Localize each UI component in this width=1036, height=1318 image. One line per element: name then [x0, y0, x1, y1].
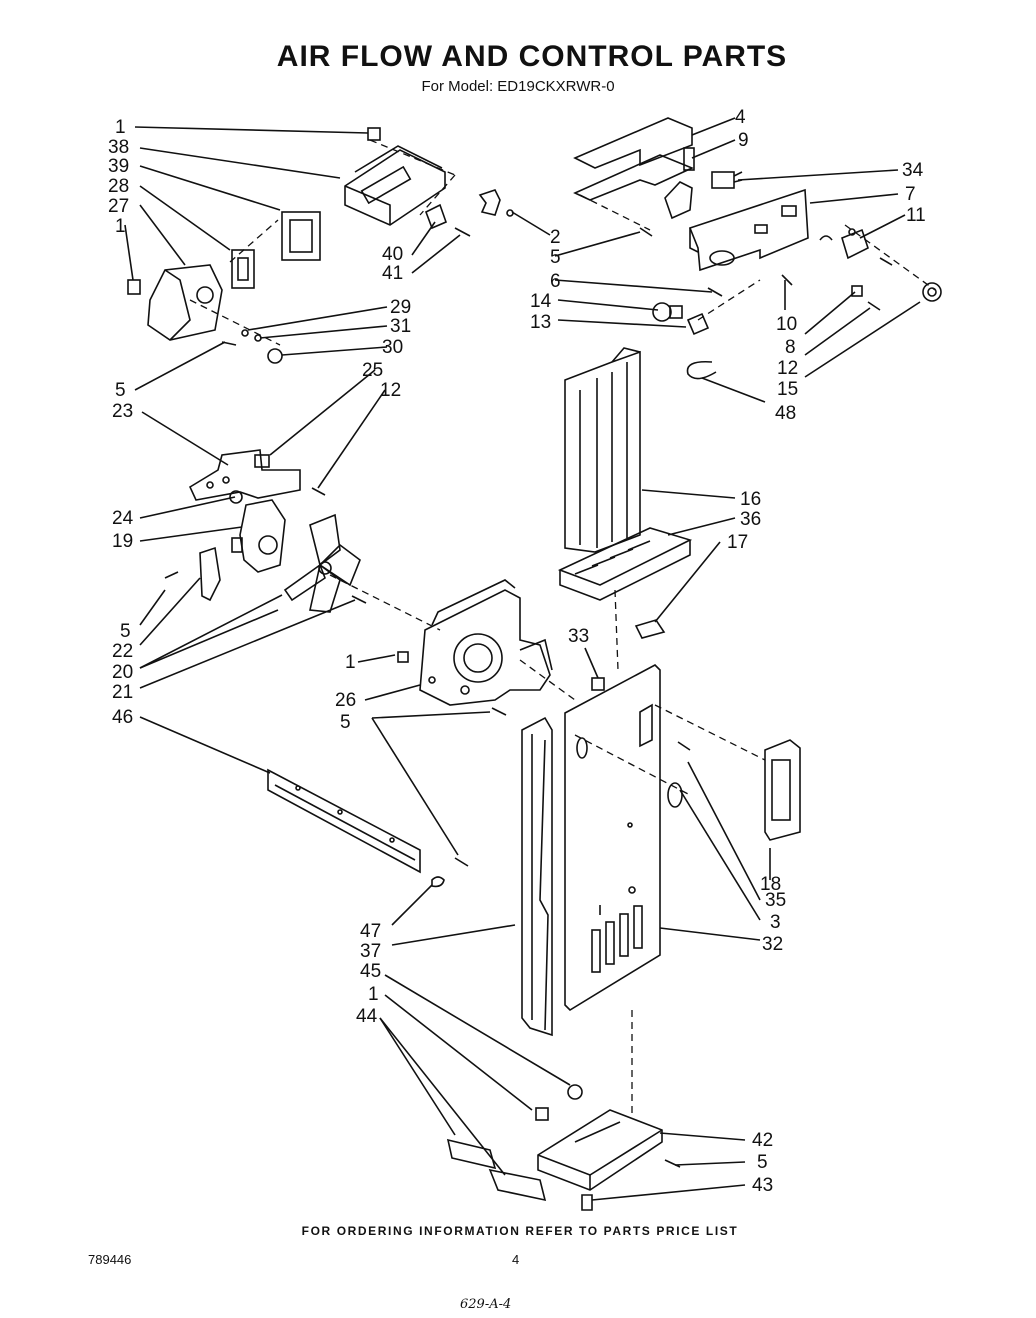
page-title: AIR FLOW AND CONTROL PARTS [276, 40, 788, 73]
callout-left-46: 46 [112, 707, 133, 728]
callout-left-27: 27 [108, 196, 129, 217]
callout-left-38: 38 [108, 137, 129, 158]
callout-left-31: 31 [390, 316, 411, 337]
callout-right-5: 5 [550, 247, 561, 268]
callout-left-1c: 1 [345, 652, 356, 673]
callout-right-13: 13 [530, 312, 551, 333]
callout-left-20: 20 [112, 662, 133, 683]
callout-right-7: 7 [905, 184, 916, 205]
callout-right-18: 18 [760, 874, 781, 895]
callout-left-37: 37 [360, 941, 381, 962]
callout-right-42: 42 [752, 1130, 773, 1151]
callout-right-11: 11 [906, 205, 926, 226]
callout-right-32: 32 [762, 934, 783, 955]
callout-left-47: 47 [360, 921, 381, 942]
callout-left-22: 22 [112, 641, 133, 662]
callout-left-24: 24 [112, 508, 134, 529]
callout-left-39: 39 [108, 156, 129, 177]
callout-right-48: 48 [775, 403, 796, 424]
callout-right-17: 17 [727, 532, 748, 553]
callout-right-14: 14 [530, 291, 552, 312]
callout-left-21: 21 [112, 682, 133, 703]
callout-left-28: 28 [108, 176, 129, 197]
callout-right-12: 12 [777, 358, 798, 379]
callout-left-26: 26 [335, 690, 356, 711]
ordering-notice: FOR ORDERING INFORMATION REFER TO PARTS … [301, 1224, 739, 1238]
callout-left-1d: 1 [368, 984, 379, 1005]
callout-right-6: 6 [550, 271, 561, 292]
callout-left-33: 33 [568, 626, 589, 647]
callout-right-8: 8 [785, 337, 796, 358]
callout-left-45: 45 [360, 961, 381, 982]
callout-right-2: 2 [550, 227, 561, 248]
document-number: 789446 [88, 1252, 132, 1267]
callout-left-30: 30 [382, 337, 403, 358]
callout-left-5c: 5 [340, 712, 351, 733]
callout-left-5a: 5 [115, 380, 126, 401]
callout-left-40: 40 [382, 244, 403, 265]
callout-left-1b: 1 [115, 216, 126, 237]
callout-right-35: 35 [765, 890, 786, 911]
callout-left-1a: 1 [115, 117, 126, 138]
callout-right-10: 10 [776, 314, 797, 335]
callout-left-5b: 5 [120, 621, 131, 642]
callout-left-12: 12 [380, 380, 401, 401]
callout-right-36: 36 [740, 509, 761, 530]
callout-right-43: 43 [752, 1175, 773, 1196]
model-subtitle: For Model: ED19CKXRWR-0 [421, 78, 615, 95]
callout-left-23: 23 [112, 401, 133, 422]
callout-right-15: 15 [777, 379, 798, 400]
callout-left-44: 44 [356, 1006, 378, 1027]
callout-right-34: 34 [902, 160, 924, 181]
callout-left-25: 25 [362, 360, 383, 381]
callout-right-3: 3 [770, 912, 781, 933]
handwritten-code: 629-A-4 [460, 1297, 512, 1312]
callout-left-41: 41 [382, 263, 403, 284]
callout-right-4: 4 [735, 107, 746, 128]
callout-right-5b: 5 [757, 1152, 768, 1173]
callout-left-19: 19 [112, 531, 133, 552]
page-number: 4 [512, 1252, 520, 1267]
callout-right-9: 9 [738, 130, 749, 151]
callout-left-29: 29 [390, 297, 411, 318]
callout-right-16: 16 [740, 489, 761, 510]
